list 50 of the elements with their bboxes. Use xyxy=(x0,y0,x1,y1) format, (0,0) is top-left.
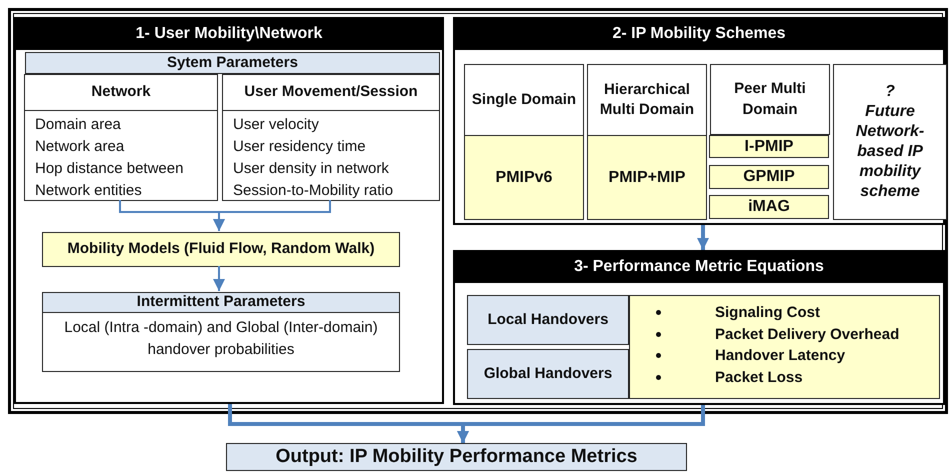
parameter-item: Network area xyxy=(35,137,126,157)
column-header: Peer Multi Domain xyxy=(710,64,830,135)
parameter-table xyxy=(222,74,440,201)
output-box xyxy=(226,443,687,471)
parameter-table xyxy=(24,74,218,201)
scheme-box xyxy=(833,64,947,220)
metric-item: Handover Latency xyxy=(715,346,846,366)
box-label: Global Handovers xyxy=(484,364,612,384)
metric-item: Packet Loss xyxy=(715,368,803,388)
box-label: Output: IP Mobility Performance Metrics xyxy=(276,445,638,469)
panel-header: 3- Performance Metric Equations xyxy=(453,250,945,283)
box-label: ? xyxy=(885,82,895,102)
panel-header: 2- IP Mobility Schemes xyxy=(453,17,945,50)
parameter-item: User velocity xyxy=(233,115,320,135)
metric-item: Packet Delivery Overhead xyxy=(715,324,900,344)
parameter-item: Hop distance between Network entities xyxy=(35,159,184,201)
scheme-box xyxy=(709,135,829,158)
parameter-item: User density in network xyxy=(233,159,390,179)
metric-item: Signaling Cost xyxy=(715,303,820,323)
box-label: Future Network-based IP mobility scheme xyxy=(854,102,926,202)
box-label: Local Handovers xyxy=(488,310,608,330)
parameter-text: Local (Intra -domain) and Global (Inter-domain) handover probabilities xyxy=(63,318,379,360)
scheme-box xyxy=(709,195,829,219)
parameter-item: User residency time xyxy=(233,137,367,157)
arrow xyxy=(697,225,709,250)
panel-header: 1- User Mobility\Network xyxy=(14,17,444,50)
panel xyxy=(453,250,945,405)
parameter-box xyxy=(42,292,400,372)
scheme-box xyxy=(709,165,829,189)
metric-list-box xyxy=(629,295,940,399)
box-label: Sytem Parameters xyxy=(167,54,298,72)
scheme-column xyxy=(587,64,707,220)
table-header: Intermittent Parameters xyxy=(43,293,399,313)
panel xyxy=(14,17,444,404)
box-label: I-PMIP xyxy=(744,136,794,156)
arrow xyxy=(213,200,331,231)
parameter-item: Session-to-Mobility ratio xyxy=(233,181,394,201)
scheme-cell: PMIPv6 xyxy=(465,136,583,219)
box-label: Mobility Models (Fluid Flow, Random Walk) xyxy=(67,240,375,259)
box-label: iMAG xyxy=(748,197,790,217)
arrow xyxy=(213,266,225,291)
category-box xyxy=(467,349,629,399)
parameter-item: Domain area xyxy=(35,115,122,135)
category-box xyxy=(467,295,629,345)
process-box xyxy=(42,232,400,267)
scheme-cell: PMIP+MIP xyxy=(588,136,706,219)
scheme-column xyxy=(464,64,584,220)
panel xyxy=(453,17,945,225)
section-band xyxy=(25,52,440,74)
box-label: GPMIP xyxy=(743,167,795,187)
